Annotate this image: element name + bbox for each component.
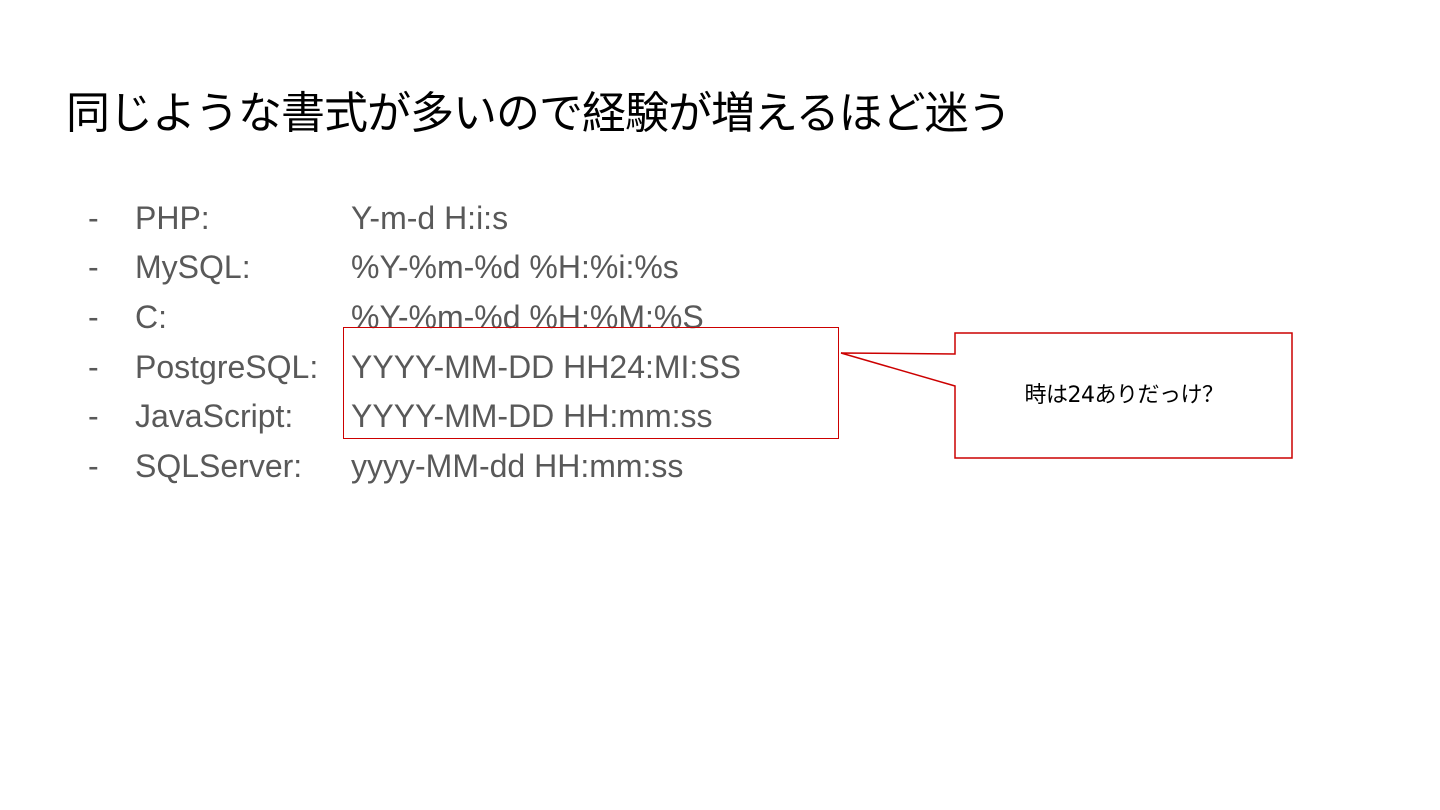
list-bullet: - — [88, 200, 99, 236]
format-string: YYYY-MM-DD HH:mm:ss — [351, 398, 713, 434]
list-bullet: - — [88, 398, 99, 434]
format-string: %Y-%m-%d %H:%i:%s — [351, 249, 679, 285]
language-name: SQLServer: — [135, 448, 303, 484]
list-bullet: - — [88, 249, 99, 285]
format-string: Y-m-d H:i:s — [351, 200, 509, 236]
language-name: MySQL: — [135, 249, 251, 285]
callout-text: 時は24ありだっけ？ — [1024, 383, 1225, 408]
language-name: C: — [135, 299, 167, 335]
language-name: PHP: — [135, 200, 210, 236]
format-string: yyyy-MM-dd HH:mm:ss — [351, 448, 684, 484]
language-name: PostgreSQL: — [135, 349, 319, 385]
highlight-box — [343, 327, 839, 439]
list-bullet: - — [88, 299, 99, 335]
list-bullet: - — [88, 448, 99, 484]
slide-title: 同じような書式が多いので経験が増えるほど迷う — [66, 88, 1012, 139]
list-bullet: - — [88, 349, 99, 385]
format-string: YYYY-MM-DD HH24:MI:SS — [351, 349, 741, 385]
format-string: %Y-%m-%d %H:%M:%S — [351, 299, 704, 335]
language-name: JavaScript: — [135, 398, 294, 434]
